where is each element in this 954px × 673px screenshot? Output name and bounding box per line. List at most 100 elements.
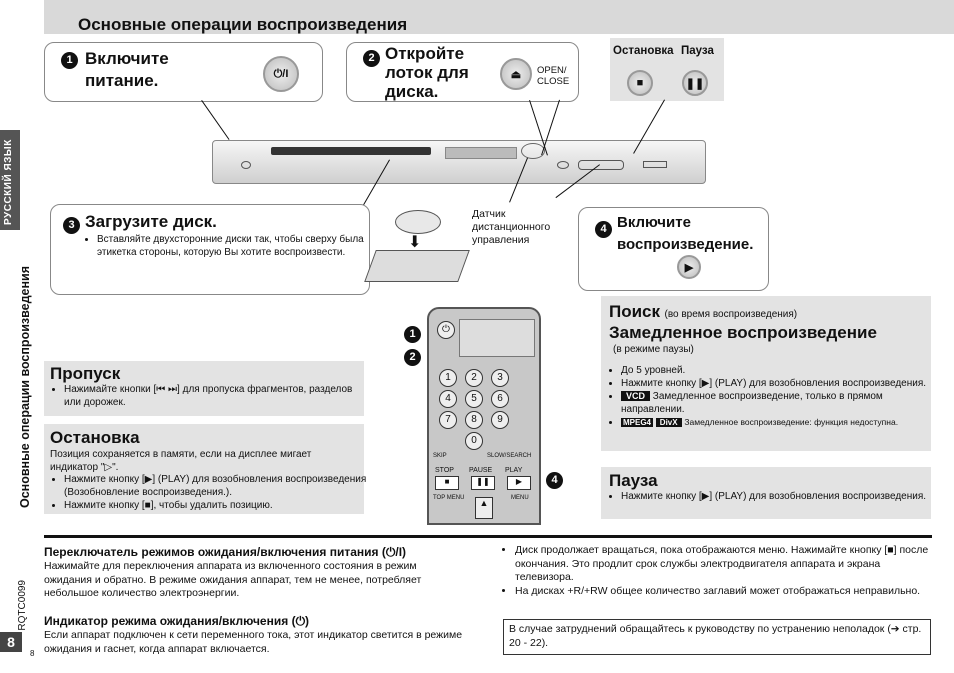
remote-callout-1: 1 [404, 326, 421, 344]
step3-list: Вставляйте двухсторонние диски так, чтоб… [79, 233, 377, 259]
play-icon: ▶ [684, 261, 694, 274]
disc-illustration: ⬇ [364, 210, 470, 285]
divx-badge: DivX [655, 418, 682, 427]
stop-pause-box: Остановка Пауза ■ ❚❚ [610, 38, 724, 101]
pause-button[interactable]: ❚❚ [682, 70, 708, 96]
skip-list: Нажимайте кнопки [⏮ ⏭] для пропуска фраг… [46, 383, 369, 409]
stop-button[interactable]: ■ [627, 70, 653, 96]
remote-callout-4: 4 [546, 472, 563, 490]
remote-pause-button[interactable]: ❚❚ [471, 476, 495, 490]
step3-card: 3 Загрузите диск. Вставляйте двухсторонн… [50, 204, 370, 295]
search-bullet: До 5 уровней. [621, 364, 943, 377]
player-power-button[interactable] [241, 161, 251, 169]
power-button[interactable]: ⏻/I [263, 56, 299, 92]
step1-title-line1: Включите [85, 49, 169, 68]
remote-sensor [521, 143, 545, 159]
step3-text: Вставляйте двухсторонние диски так, чтоб… [97, 233, 377, 259]
troubleshooting-note-text: В случае затруднений обращайтесь к руков… [509, 623, 922, 649]
remote-power-button[interactable]: ⏻ [437, 321, 455, 339]
mpeg4-badge: MPEG4 [621, 418, 654, 427]
stop-icon: ■ [636, 77, 644, 89]
player-slot [643, 161, 667, 168]
page-title: Основные операции воспроизведения [78, 15, 408, 34]
skip-box: Пропуск Нажимайте кнопки [⏮ ⏭] для пропу… [44, 361, 364, 416]
remote-play-label: PLAY [505, 467, 523, 474]
open-close-label: OPEN/CLOSE [537, 65, 570, 87]
stop-bullet: Нажмите кнопку [■], чтобы удалить позици… [64, 499, 369, 512]
header-bar [44, 0, 954, 34]
bottom-bullet: Диск продолжает вращаться, пока отобража… [515, 544, 935, 585]
step1-title-line2: питание. [85, 71, 159, 90]
stop-box: Остановка Позиция сохраняется в памяти, … [44, 424, 366, 514]
remote-stop-button[interactable]: ■ [435, 476, 459, 490]
step2-card: 2 Откройте лоток для диска. ⏏ OPEN/CLOSE [346, 42, 579, 102]
standby-switch-title: Переключатель режимов ожидания/включения… [44, 545, 407, 559]
remote-top-menu-label: TOP MENU [433, 495, 465, 501]
key-5[interactable]: 5 [465, 390, 483, 408]
key-7[interactable]: 7 [439, 411, 457, 429]
standby-switch-text: Нажимайте для переключения аппарата из в… [44, 560, 422, 599]
key-4[interactable]: 4 [439, 390, 457, 408]
remote-pause-label: PAUSE [469, 467, 493, 474]
slow-title: Замедленное воспроизведение [609, 323, 877, 342]
pause-title: Пауза [609, 471, 658, 490]
stop-intro: Позиция сохраняется в памяти, если на ди… [50, 449, 312, 473]
player-open-button[interactable] [557, 161, 569, 169]
remote-play-button[interactable]: ▶ [507, 476, 531, 490]
remote-callout-2: 2 [404, 349, 421, 367]
standby-indicator-title: Индикатор режима ожидания/включения (⏻) [44, 614, 310, 628]
remote-top-keys[interactable] [459, 319, 535, 357]
key-1[interactable]: 1 [439, 369, 457, 387]
bottom-bullet: На дисках +R/+RW общее количество заглав… [515, 585, 935, 599]
key-3[interactable]: 3 [491, 369, 509, 387]
disc-icon [395, 210, 441, 234]
dvd-player [212, 140, 706, 184]
stop-bullet: Нажмите кнопку [▶] (PLAY) для возобновле… [64, 473, 369, 499]
step2-title-line1: Откройте [385, 44, 465, 63]
troubleshooting-note: В случае затруднений обращайтесь к руков… [503, 619, 931, 655]
key-6[interactable]: 6 [491, 390, 509, 408]
key-9[interactable]: 9 [491, 411, 509, 429]
step4-number: 4 [595, 221, 612, 239]
stop-label: Остановка [613, 45, 674, 57]
pause-list: Нажмите кнопку [▶] (PLAY) для возобновле… [603, 490, 939, 503]
stop-title: Остановка [50, 428, 140, 447]
skip-text: Нажимайте кнопки [⏮ ⏭] для пропуска фраг… [64, 383, 369, 409]
key-0[interactable]: 0 [465, 432, 483, 450]
search-box: Поиск (во время воспроизведения) Замедле… [601, 296, 931, 451]
vcd-badge: VCD [621, 391, 651, 401]
step2-number: 2 [363, 50, 380, 68]
open-close-button[interactable]: ⏏ [500, 58, 532, 90]
remote-up-button[interactable]: ▲ [475, 497, 493, 519]
doc-code: RQTC0099 [17, 580, 28, 631]
play-button[interactable]: ▶ [677, 255, 701, 279]
bottom-list: Диск продолжает вращаться, пока отобража… [497, 544, 935, 598]
search-list: До 5 уровней. Нажмите кнопку [▶] (PLAY) … [603, 364, 943, 429]
standby-indicator-text: Если аппарат подключен к сети переменног… [44, 629, 463, 655]
section-side-title: Основные операции воспроизведения [18, 266, 32, 508]
remote-control: ⏻ 1 2 3 4 5 6 7 8 9 0 SKIP SLOW/SEARCH S… [427, 307, 541, 525]
search-bullet: Нажмите кнопку [▶] (PLAY) для возобновле… [621, 377, 943, 390]
display-window [445, 147, 517, 159]
pause-bullet: Нажмите кнопку [▶] (PLAY) для возобновле… [621, 490, 939, 503]
pause-box: Пауза Нажмите кнопку [▶] (PLAY) для возо… [601, 467, 931, 519]
arrow-down-icon: ⬇ [408, 234, 422, 251]
language-tab [0, 130, 20, 230]
player-control-buttons[interactable] [578, 160, 624, 170]
tray-icon [364, 250, 470, 282]
search-heading: Поиск (во время воспроизведения) [609, 302, 798, 321]
key-2[interactable]: 2 [465, 369, 483, 387]
key-8[interactable]: 8 [465, 411, 483, 429]
divider [44, 535, 932, 538]
page-number: 8 [0, 632, 22, 652]
eject-icon: ⏏ [510, 68, 522, 81]
stop-list: Нажмите кнопку [▶] (PLAY) для возобновле… [46, 473, 369, 512]
remote-skip-label: SKIP [433, 453, 447, 459]
language-tab-label: РУССКИЙ ЯЗЫК [3, 139, 14, 225]
pointer-line [201, 100, 230, 140]
disc-tray [271, 147, 431, 155]
search-bullet: VCD Замедленное воспроизведение, только … [621, 390, 943, 416]
step1-card: 1 Включите питание. ⏻/I [44, 42, 323, 102]
